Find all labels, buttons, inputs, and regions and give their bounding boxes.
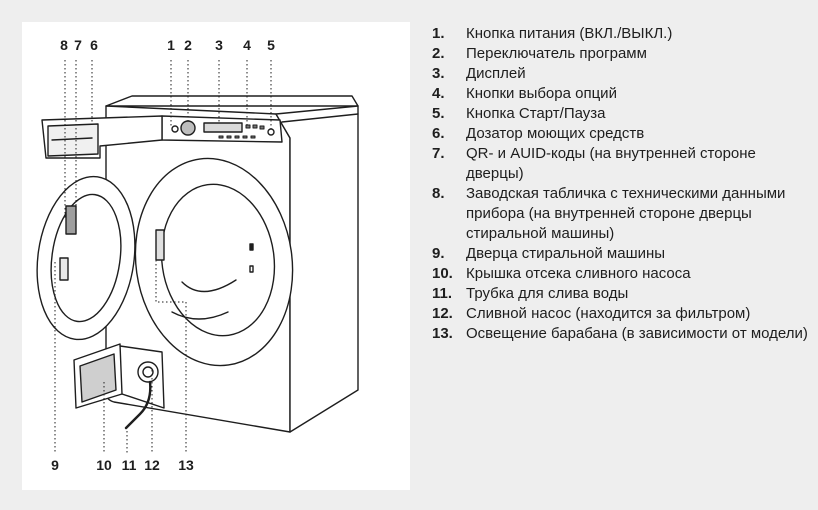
legend-text: Заводская табличка с техническими данным… [466,185,786,242]
callout-12: 12 [144,457,160,473]
washing-machine-figure: 8 7 6 1 2 3 4 5 9 10 11 12 13 [22,22,410,490]
drum-icon [160,183,276,337]
legend-item: 5. Кнопка Старт/Пауза [432,104,808,124]
legend-text: QR- и AUID-коды (на внутренней стороне д… [466,145,756,182]
legend-item: 7. QR- и AUID-коды (на внутренней стороне… [432,144,808,184]
legend-number: 13. [432,325,453,342]
legend-number: 8. [432,185,445,202]
cabinet-side [275,105,359,433]
legend-number: 12. [432,305,453,322]
legend-text: Крышка отсека сливного насоса [466,265,691,282]
legend-number: 2. [432,45,445,62]
callout-8: 8 [60,37,68,53]
legend-text: Сливной насос (находится за фильтром) [466,305,751,322]
callout-13: 13 [178,457,194,473]
legend-item: 1. Кнопка питания (ВКЛ./ВЫКЛ.) [432,24,808,44]
legend-number: 11. [432,285,453,302]
callout-5: 5 [267,37,275,53]
legend-text: Кнопка питания (ВКЛ./ВЫКЛ.) [466,25,673,42]
legend-number: 7. [432,145,445,162]
drain-hose-icon [124,380,152,430]
start-pause-button-icon [267,128,275,136]
callout-9: 9 [51,457,59,473]
legend-number: 4. [432,85,445,102]
power-button-icon [171,125,179,133]
legend-item: 2. Переключатель программ [432,44,808,64]
callout-11: 11 [122,457,137,473]
legend-number: 6. [432,125,445,142]
legend-text: Кнопки выбора опций [466,85,617,102]
legend-number: 5. [432,105,445,122]
legend-item: 8. Заводская табличка с техническими данн… [432,184,808,244]
legend-item: 12. Сливной насос (находится за фильтром) [432,304,808,324]
option-buttons-icon [218,124,265,139]
legend-item: 9. Дверца стиральной машины [432,244,808,264]
callout-3: 3 [215,37,223,53]
legend-number: 9. [432,245,445,262]
callout-4: 4 [243,37,251,53]
cabinet-top [105,95,359,107]
legend-text: Кнопка Старт/Пауза [466,105,606,122]
drum-light-icon [155,229,165,261]
rating-plate-icon [65,205,77,235]
legend-number: 1. [432,25,445,42]
legend-item: 4. Кнопки выбора опций [432,84,808,104]
callout-7: 7 [74,37,82,53]
legend-text: Дисплей [466,65,526,82]
legend-item: 13. Освещение барабана (в зависимости от … [432,324,808,344]
legend-item: 3. Дисплей [432,64,808,84]
legend-text: Освещение барабана (в зависимости от мод… [466,325,808,342]
legend-number: 10. [432,265,453,282]
legend-text: Дозатор моющих средств [466,125,645,142]
legend-text: Переключатель программ [466,45,647,62]
parts-legend: 1. Кнопка питания (ВКЛ./ВЫКЛ.) 2. Переключ… [432,24,808,344]
legend-item: 6. Дозатор моющих средств [432,124,808,144]
legend-number: 3. [432,65,445,82]
display-icon [203,122,243,133]
callout-10: 10 [96,457,112,473]
callout-2: 2 [184,37,192,53]
callout-1: 1 [167,37,175,53]
program-selector-knob-icon [180,120,196,136]
legend-text: Дверца стиральной машины [466,245,666,262]
callout-6: 6 [90,37,98,53]
legend-item: 11. Трубка для слива воды [432,284,808,304]
legend-item: 10. Крышка отсека сливного насоса [432,264,808,284]
legend-text: Трубка для слива воды [466,285,629,302]
washing-machine-drawing: 8 7 6 1 2 3 4 5 9 10 11 12 13 [36,37,359,473]
